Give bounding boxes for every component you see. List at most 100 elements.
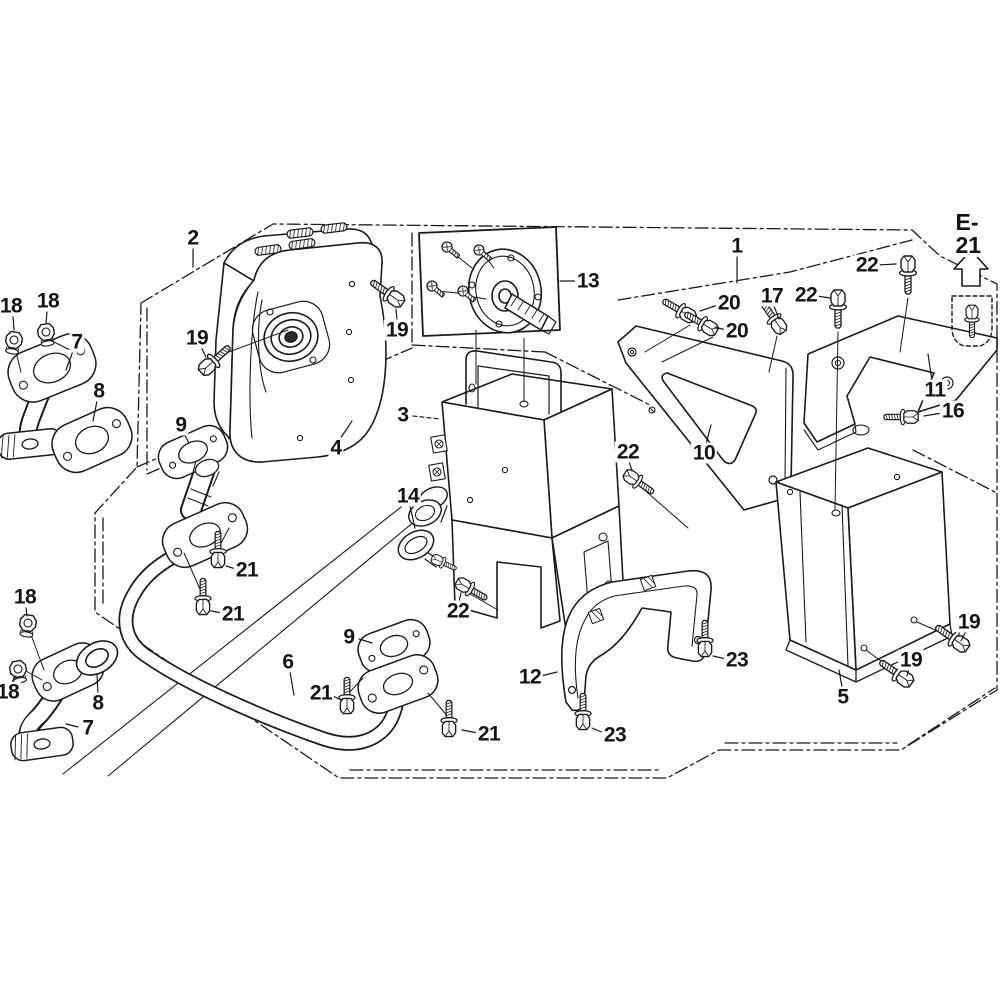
muffler-assembly <box>191 222 387 487</box>
flanges-and-gaskets <box>0 333 439 762</box>
nut-icon <box>18 613 38 638</box>
callout-5: 5 <box>835 685 851 709</box>
bolt-icon <box>934 624 971 653</box>
spark-arrester-inset-box <box>418 226 561 337</box>
nut-icon <box>8 659 28 684</box>
mounting-plate <box>803 315 998 451</box>
bolt-icon <box>964 304 980 339</box>
screw-icon <box>441 241 461 259</box>
leader-line-18 <box>12 315 15 331</box>
leader-line-19 <box>395 308 398 321</box>
leader-line-20 <box>699 304 719 312</box>
callout-19: 19 <box>383 318 411 342</box>
heat-shield <box>775 447 953 683</box>
callout-2: 2 <box>185 226 201 250</box>
callout-22: 22 <box>614 440 642 464</box>
callout-21: 21 <box>219 602 247 626</box>
bolt-icon <box>430 553 457 571</box>
callout-22: 22 <box>853 253 881 277</box>
callout-18: 18 <box>34 289 62 313</box>
bolt-icon <box>878 659 915 688</box>
leader-line-6 <box>289 671 295 696</box>
flange-plate <box>51 406 133 474</box>
callout-22: 22 <box>444 599 472 623</box>
leader-line-10 <box>705 424 712 445</box>
bolt-icon <box>197 345 231 377</box>
screw-icon <box>473 244 493 262</box>
leader-line-7 <box>65 723 79 728</box>
callout-4: 4 <box>328 436 344 460</box>
leader-line-12 <box>540 671 558 677</box>
callout-23: 23 <box>723 648 751 672</box>
vent-slots <box>254 222 348 256</box>
nut-icon <box>36 322 56 347</box>
vent-slot <box>288 238 316 250</box>
callout-6: 6 <box>280 650 296 674</box>
callout-19: 19 <box>955 610 983 634</box>
flange-plate <box>357 654 439 714</box>
callout-23: 23 <box>601 723 629 747</box>
callout-21: 21 <box>475 722 503 746</box>
nut-icon <box>4 330 24 355</box>
leader-line-18 <box>45 310 48 325</box>
bolt-icon <box>828 289 848 329</box>
screw-icon <box>457 285 477 303</box>
callout-20: 20 <box>715 291 743 315</box>
reference-arrow-icon <box>953 249 989 287</box>
callout-20: 20 <box>723 319 751 343</box>
group-boundary-diagonals <box>62 491 434 777</box>
bolt-icon <box>683 311 720 337</box>
exhaust-pipe <box>118 455 405 751</box>
callout-7: 7 <box>80 716 96 740</box>
flange-plate <box>10 726 74 762</box>
leader-line-8 <box>96 673 99 695</box>
leader-line-22 <box>877 263 897 266</box>
vent-slot <box>286 227 314 239</box>
leader-line-8 <box>92 400 98 422</box>
bolt-icon <box>696 619 714 658</box>
bolt-icon <box>454 577 488 601</box>
leader-line-22 <box>628 460 633 472</box>
callout-1: 1 <box>729 234 745 258</box>
bolt-icon <box>209 530 227 569</box>
callout-3: 3 <box>395 403 411 427</box>
leader-line-4 <box>339 420 353 440</box>
callout-8: 8 <box>90 691 106 715</box>
callout-13: 13 <box>574 269 602 293</box>
callout-18: 18 <box>0 295 25 317</box>
pipe-clamp <box>397 529 441 568</box>
vent-slot <box>254 244 282 256</box>
bolt-icon <box>369 279 406 308</box>
callout-16: 16 <box>939 399 967 423</box>
bolt-icon <box>622 469 655 495</box>
callout-9: 9 <box>173 413 189 437</box>
reference-code-label: E-21 <box>953 211 985 257</box>
callout-11: 11 <box>922 378 948 402</box>
callout-17: 17 <box>758 284 786 308</box>
callout-7: 7 <box>69 330 85 354</box>
callout-10: 10 <box>690 441 718 465</box>
leader-line-19 <box>960 630 967 642</box>
leader-line-11 <box>927 353 933 382</box>
leader-line-19 <box>200 346 207 358</box>
leader-line-9 <box>183 433 190 444</box>
callout-19: 19 <box>183 326 211 350</box>
leader-line-7 <box>65 350 74 371</box>
vent-slot <box>320 222 348 234</box>
fasteners-layer <box>4 241 980 738</box>
callout-18: 18 <box>0 681 22 703</box>
callout-21: 21 <box>307 681 335 705</box>
leader-line-9 <box>358 638 373 644</box>
bolt-icon <box>760 301 788 336</box>
muffler-protector <box>408 350 625 631</box>
callout-8: 8 <box>91 379 107 403</box>
bolt-icon <box>898 255 918 295</box>
leader-line-21 <box>461 729 479 734</box>
bolt-icon <box>338 676 356 715</box>
reference-bolt-box <box>951 295 993 347</box>
bolt-icon <box>440 699 458 738</box>
leader-line-14 <box>409 505 416 529</box>
oval-gasket <box>75 640 119 676</box>
